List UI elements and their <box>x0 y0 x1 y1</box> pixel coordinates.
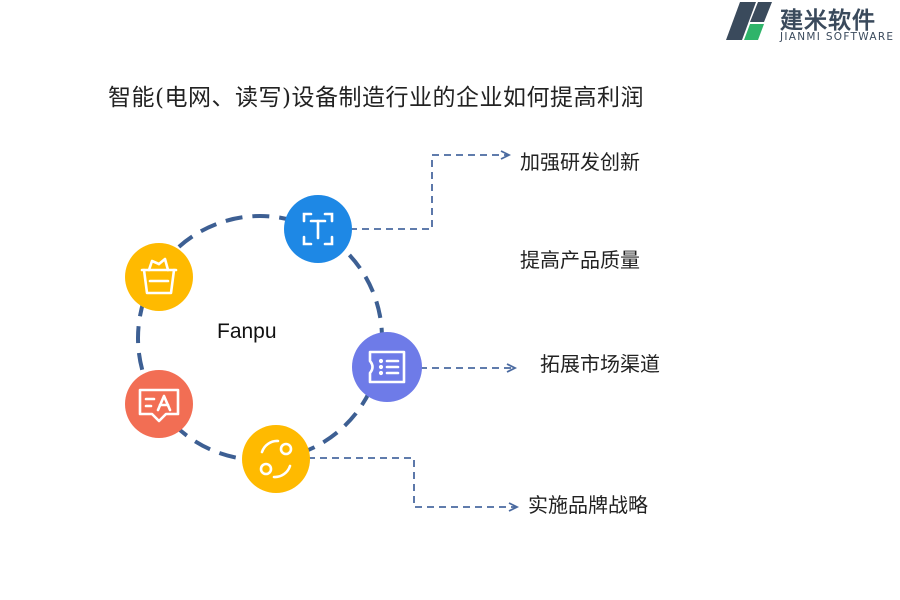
connector-4 <box>308 457 516 508</box>
logo-name-cn: 建米软件 <box>780 8 876 34</box>
center-label: Fanpu <box>217 320 277 343</box>
company-logo: 建米软件 JIANMI SOFTWARE <box>722 0 900 48</box>
refresh-icon <box>242 425 310 493</box>
jianmi-logo-icon <box>726 2 772 40</box>
translate-icon <box>125 370 193 438</box>
arrowhead-1 <box>500 150 512 160</box>
branch-label-3: 拓展市场渠道 <box>540 352 660 376</box>
basket-icon <box>125 243 193 311</box>
text-icon <box>284 195 352 263</box>
connector-lines <box>308 154 516 508</box>
logo-name-en: JIANMI SOFTWARE <box>780 31 895 43</box>
branch-label-2: 提高产品质量 <box>520 248 640 272</box>
connector-1 <box>350 154 508 230</box>
branch-label-4: 实施品牌战略 <box>528 493 648 517</box>
branch-label-1: 加强研发创新 <box>520 150 640 174</box>
connector-arrowheads <box>500 150 520 512</box>
arrowhead-3 <box>506 363 518 373</box>
page-title: 智能(电网、读写)设备制造行业的企业如何提高利润 <box>108 85 644 111</box>
list-icon <box>352 332 422 402</box>
arrowhead-4 <box>508 502 520 512</box>
